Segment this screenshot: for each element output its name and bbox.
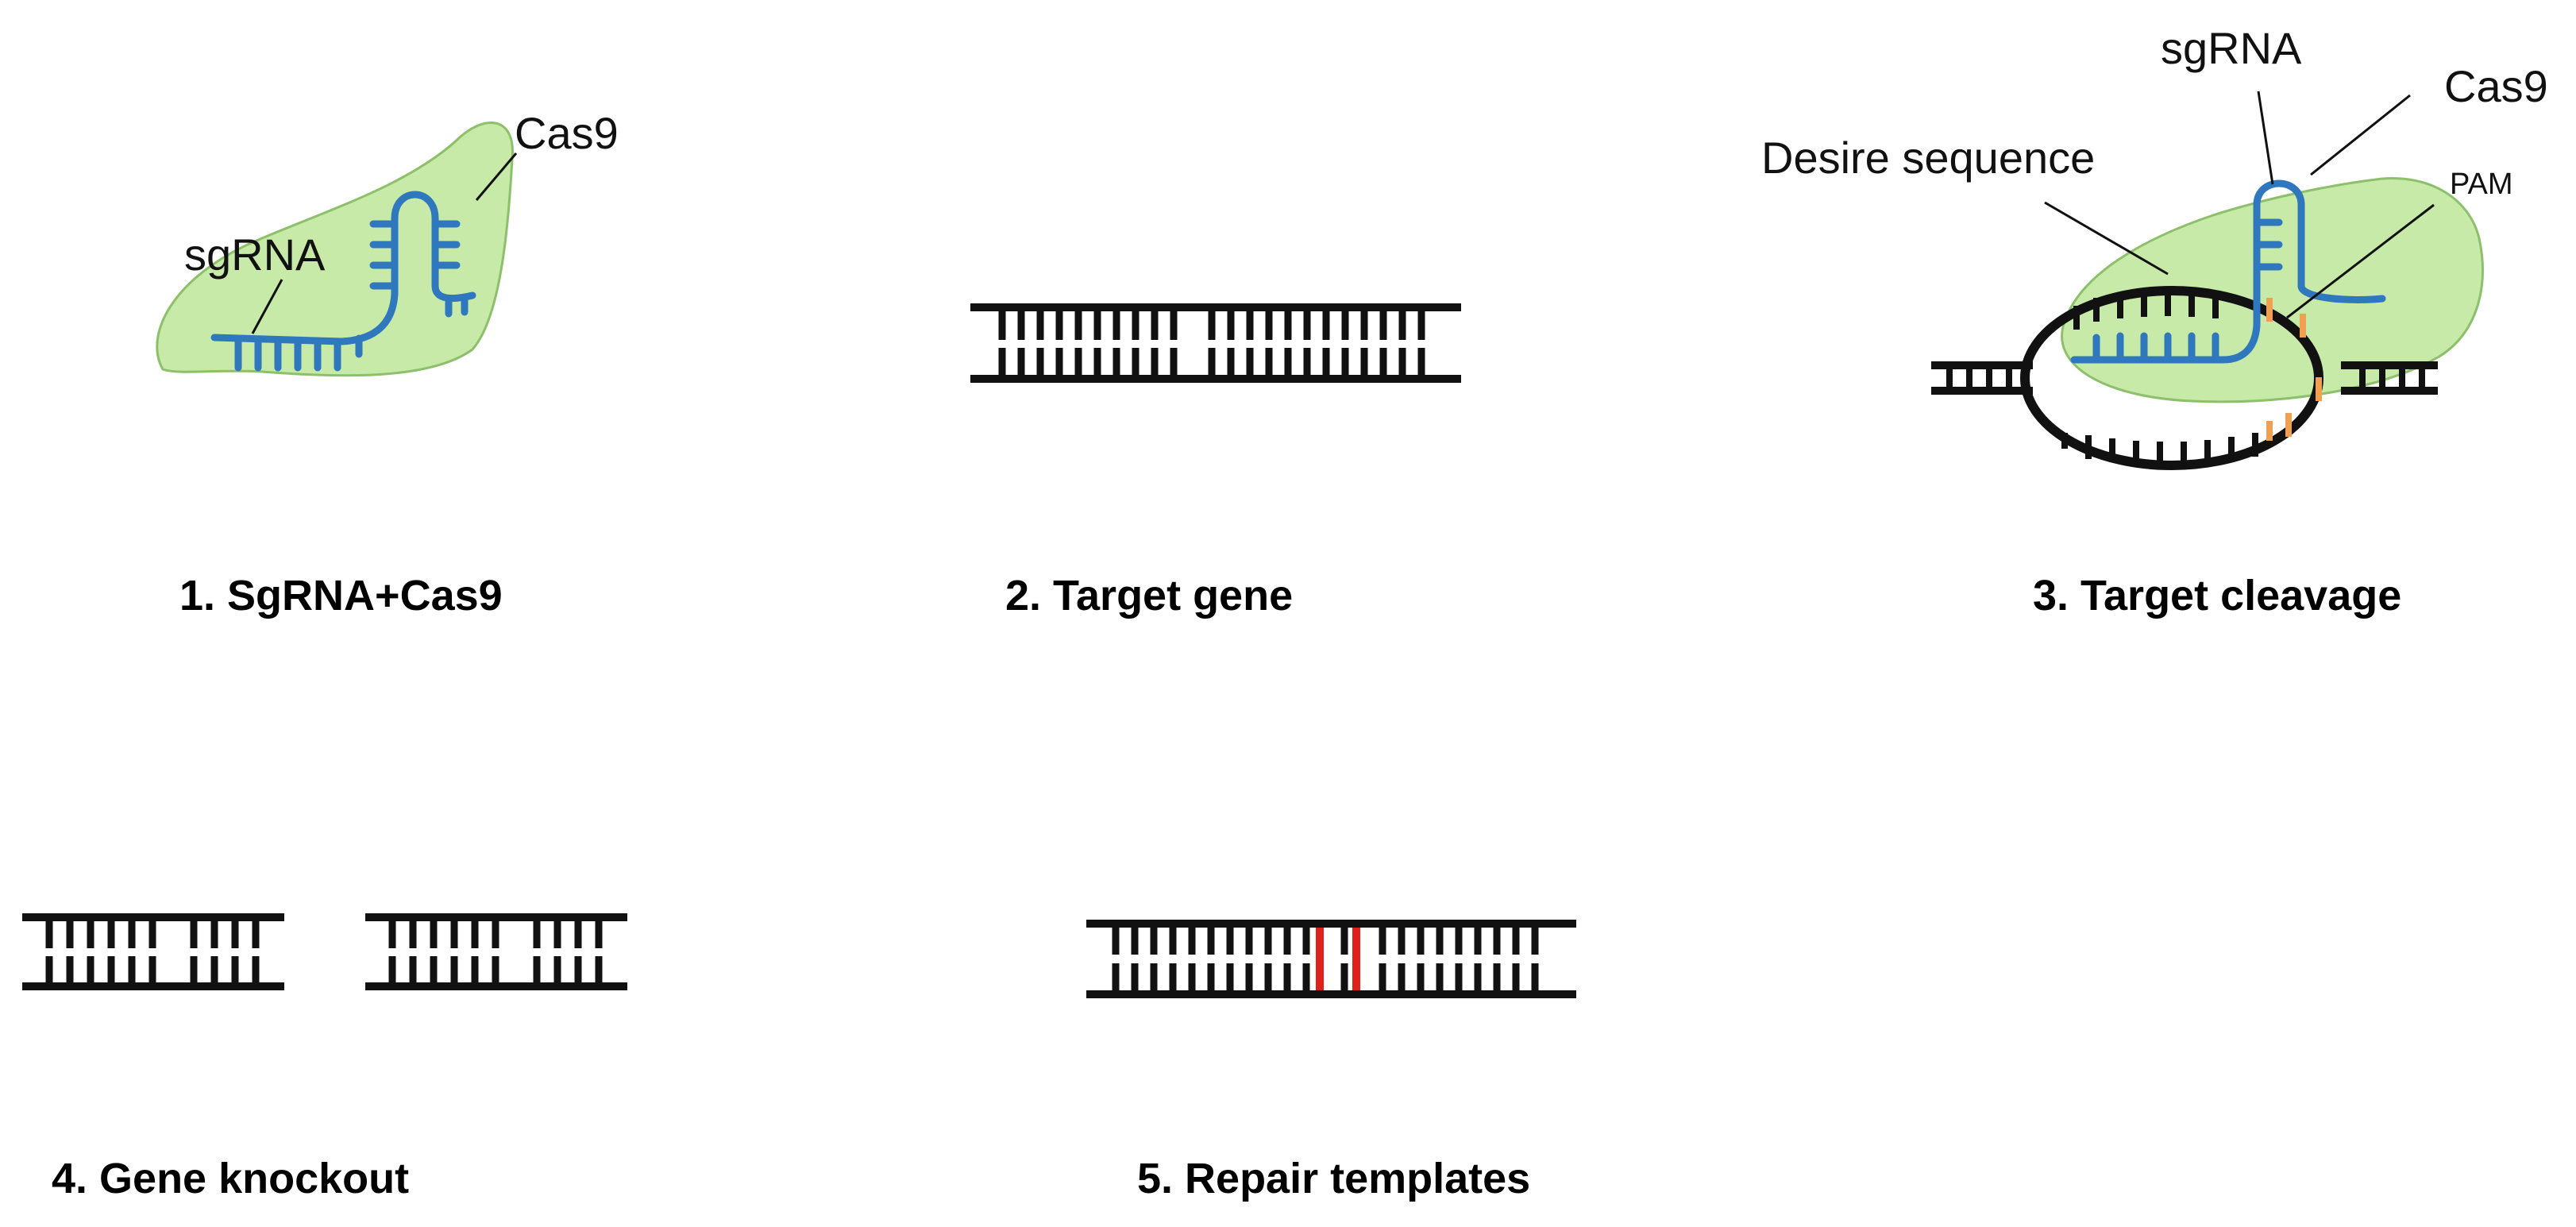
panel-3-target-cleavage: sgRNA Cas9 Desire sequence PAM 3. Target… (1761, 23, 2548, 619)
desire-sequence-leader-line (2044, 201, 2169, 276)
cas9-label: Cas9 (2444, 61, 2548, 111)
sgrna-leader-line (251, 279, 283, 334)
pam-sites (2266, 298, 2322, 441)
panel-2-target-gene: 2. Target gene (970, 303, 1461, 619)
sgrna-strand (2070, 179, 2386, 364)
pam-leader-line (2286, 203, 2435, 319)
dna-fragment-left (22, 913, 284, 990)
panel-caption: 1. SgRNA+Cas9 (179, 572, 503, 619)
pam-label: PAM (2450, 168, 2513, 201)
sgrna-label: sgRNA (2161, 23, 2302, 73)
sgrna-strand (210, 191, 476, 372)
cas9-leader-line (475, 152, 518, 201)
sgrna-leader-line (2257, 91, 2274, 185)
cas9-label: Cas9 (515, 108, 619, 158)
panel-5-repair-templates: 5. Repair templates (1086, 920, 1576, 1202)
dna-double-strand (970, 303, 1461, 383)
dna-double-strand (1086, 920, 1576, 998)
panel-caption: 4. Gene knockout (52, 1155, 409, 1202)
dna-fragment-right (365, 913, 627, 990)
panel-caption: 3. Target cleavage (2033, 572, 2401, 619)
sgrna-label: sgRNA (184, 230, 326, 280)
desire-sequence-label: Desire sequence (1761, 133, 2095, 183)
cas9-leader-line (2310, 94, 2411, 176)
panel-caption: 2. Target gene (1005, 572, 1293, 619)
panel-1-sgrna-cas9: Cas9 sgRNA 1. SgRNA+Cas9 (156, 108, 619, 619)
panel-caption: 5. Repair templates (1137, 1155, 1530, 1202)
panel-4-gene-knockout: 4. Gene knockout (22, 913, 627, 1202)
repair-insertion-marks (1316, 928, 1360, 990)
